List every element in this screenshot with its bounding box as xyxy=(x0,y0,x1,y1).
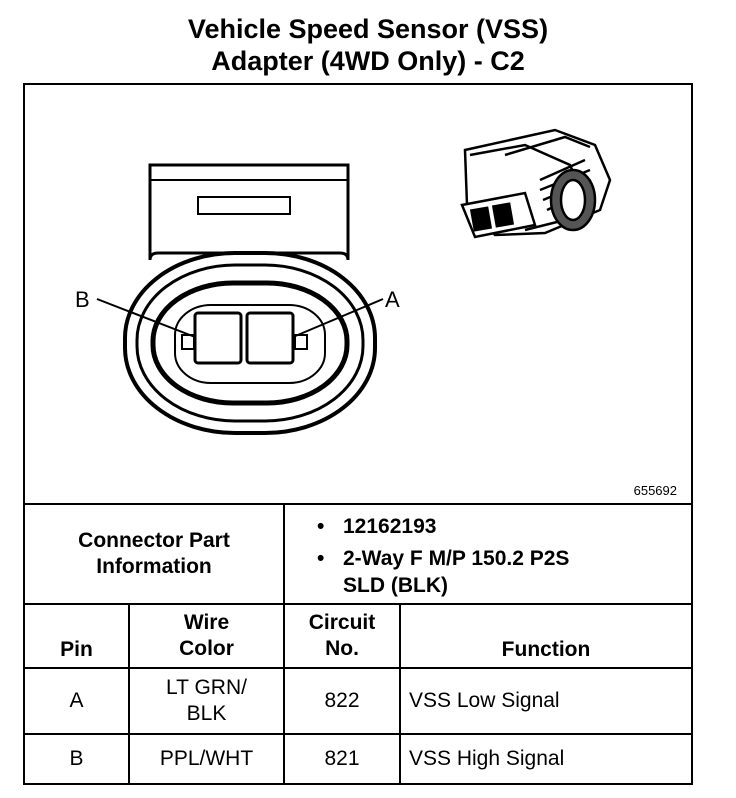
pin-label-a: A xyxy=(385,287,400,312)
divider xyxy=(25,733,691,735)
bullet: • xyxy=(317,547,325,570)
connector-isometric-drawing xyxy=(460,128,612,239)
row-b-function: VSS High Signal xyxy=(409,747,565,770)
row-b-circuit-no: 821 xyxy=(324,747,360,770)
row-a-wire-color: LT GRN/ BLK xyxy=(166,676,247,725)
divider xyxy=(128,605,130,785)
figure-id: 655692 xyxy=(633,483,677,498)
header-function: Function xyxy=(501,638,591,661)
divider xyxy=(25,603,691,605)
pin-label-b: B xyxy=(75,287,90,312)
row-a-function: VSS Low Signal xyxy=(409,689,560,712)
bullet: • xyxy=(317,515,325,538)
connector-sheet: B A 655692 Connector Part Information • … xyxy=(23,83,693,785)
part-number: 12162193 xyxy=(343,515,437,538)
divider xyxy=(283,505,285,605)
header-pin: Pin xyxy=(60,638,93,661)
divider xyxy=(399,605,401,785)
connector-description-1: 2-Way F M/P 150.2 P2S xyxy=(343,547,570,570)
connector-face-drawing xyxy=(96,163,384,435)
header-wire-color: Wire Color xyxy=(179,611,234,660)
divider xyxy=(25,667,691,669)
connector-diagram: B A xyxy=(75,128,612,435)
divider xyxy=(283,605,285,785)
header-circuit-no: Circuit No. xyxy=(308,611,376,660)
connector-description-2: SLD (BLK) xyxy=(343,574,448,597)
connector-part-info-label: Connector Part Information xyxy=(78,529,230,578)
row-a-circuit-no: 822 xyxy=(324,689,360,712)
title-line-2: Adapter (4WD Only) - C2 xyxy=(211,46,525,76)
connector-part-info-values: • 12162193 • 2-Way F M/P 150.2 P2S SLD (… xyxy=(317,513,569,599)
row-b-pin: B xyxy=(69,747,84,770)
title-line-1: Vehicle Speed Sensor (VSS) xyxy=(187,14,549,44)
row-a-pin: A xyxy=(69,689,84,712)
divider xyxy=(25,503,691,505)
row-b-wire-color: PPL/WHT xyxy=(159,747,254,770)
